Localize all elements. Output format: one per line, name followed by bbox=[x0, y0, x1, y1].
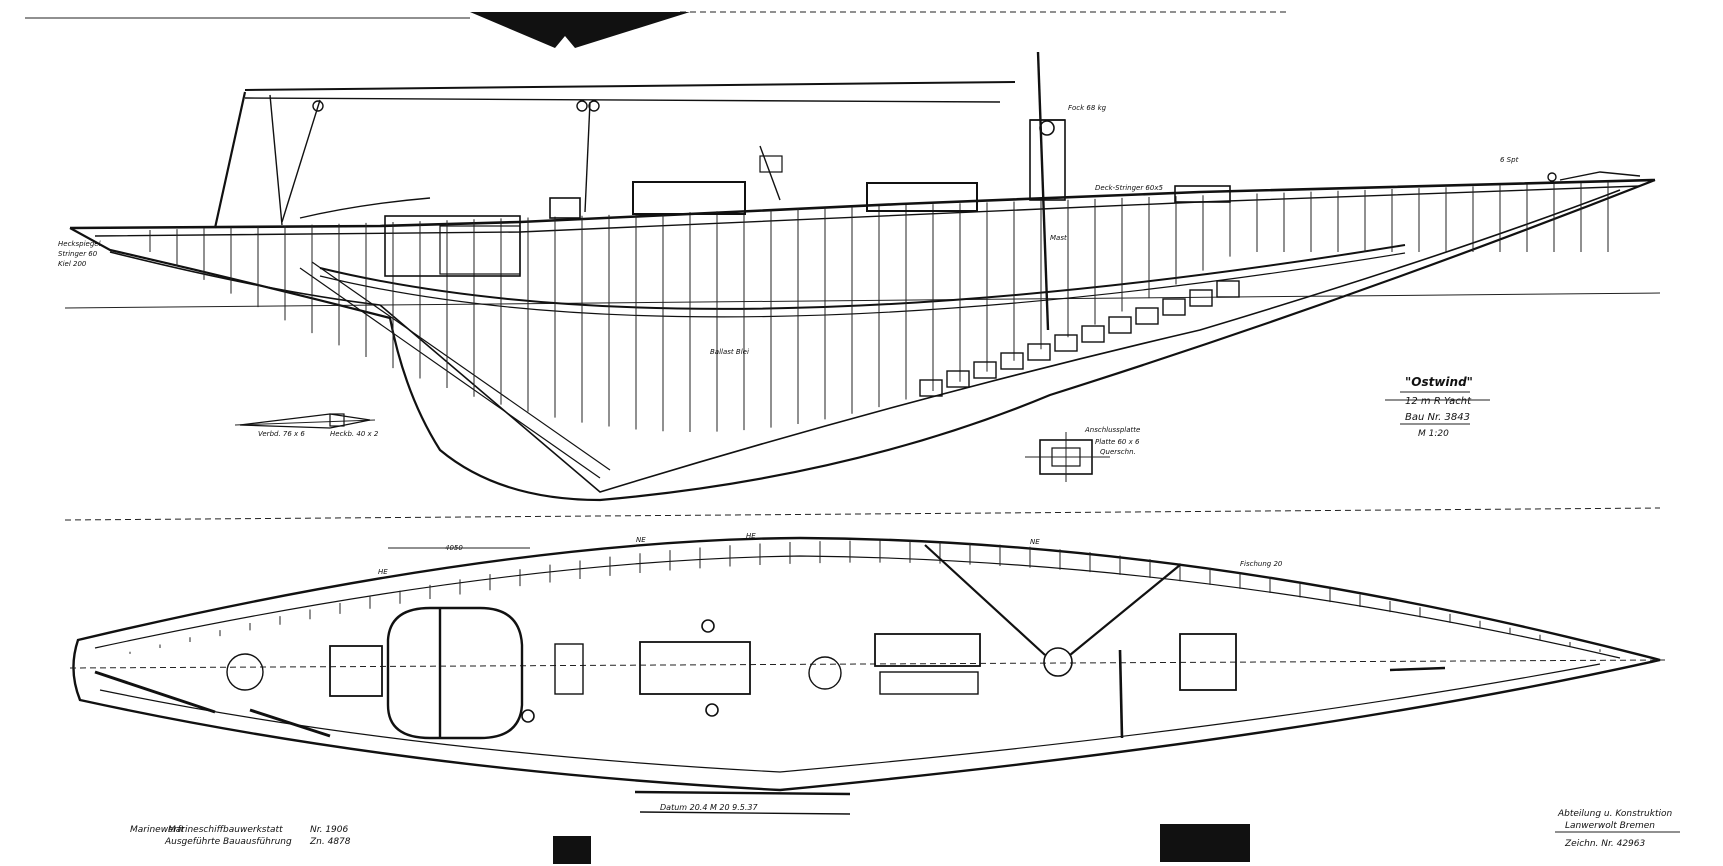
footer-left-a: Marinewerft bbox=[130, 825, 184, 835]
build-number: Bau Nr. 3843 bbox=[1405, 412, 1470, 423]
profile-view bbox=[64, 51, 1661, 502]
ballast-plate bbox=[946, 370, 970, 388]
plan-view bbox=[69, 536, 1666, 864]
plan-mark-4: NE bbox=[1030, 538, 1040, 546]
footer-right-1: Abteilung u. Konstruktion bbox=[1557, 809, 1673, 819]
plan-mark-2: NE bbox=[636, 536, 646, 544]
anno-detail-r1: Anschlussplatte bbox=[1084, 426, 1140, 434]
plan-mark-1: HE bbox=[378, 568, 388, 576]
top-margin bbox=[25, 11, 1290, 48]
frame-lines bbox=[149, 181, 1609, 432]
anno-stb: 6 Spt bbox=[1500, 156, 1519, 164]
plan-mark-3: HE bbox=[746, 532, 756, 540]
anno-detail-l2: Heckb. 40 x 2 bbox=[330, 430, 379, 438]
ballast-plate bbox=[919, 379, 943, 397]
anno-detail-r3: Querschn. bbox=[1100, 448, 1136, 456]
footer-left-b: Marineschiffbauwerkstatt bbox=[168, 825, 283, 835]
dart-mark bbox=[470, 12, 690, 48]
plan-frame-lines bbox=[129, 540, 1601, 654]
ballast-plates bbox=[919, 280, 1240, 397]
footer-right-3: Zeichn. Nr. 42963 bbox=[1564, 839, 1646, 849]
ballast-plate bbox=[973, 361, 997, 379]
anno-keel: Ballast Blei bbox=[710, 348, 749, 356]
ballast-plate bbox=[1054, 334, 1078, 352]
detail-right bbox=[1025, 432, 1110, 482]
ballast-plate bbox=[1081, 325, 1105, 343]
ballast-plate bbox=[1189, 289, 1213, 307]
cockpit bbox=[386, 606, 524, 740]
hull-profile bbox=[69, 178, 1656, 502]
ballast-plate bbox=[1108, 316, 1132, 334]
footer-left-e: Zn. 4878 bbox=[309, 837, 351, 847]
anno-detail-r2: Platte 60 x 6 bbox=[1095, 438, 1140, 446]
footer-left-c: Nr. 1906 bbox=[310, 825, 349, 835]
ballast-plate bbox=[1000, 352, 1024, 370]
detail-left bbox=[234, 413, 376, 429]
profile-annotations: Fock 68 kg 6 Spt Deck-Stringer 60x5 Mast… bbox=[58, 104, 1519, 456]
plan-note-right: Fischung 20 bbox=[1240, 560, 1283, 568]
footer-left-d: Ausgeführte Bauausführung bbox=[164, 837, 292, 847]
anno-bow-1: Heckspiegel bbox=[58, 240, 101, 248]
anno-top-right: Fock 68 kg bbox=[1068, 104, 1107, 112]
footer-right: Abteilung u. Konstruktion Lanwerwolt Bre… bbox=[1555, 809, 1680, 849]
hull-plan bbox=[72, 536, 1661, 792]
plan-annotations: HE NE HE NE 4050 Fischung 20 bbox=[378, 532, 1283, 576]
ballast-plate bbox=[1135, 307, 1159, 325]
ship-class: 12 m R Yacht bbox=[1405, 396, 1472, 407]
ballast-plate bbox=[1216, 280, 1240, 298]
anno-mast: Mast bbox=[1050, 234, 1067, 242]
footer-center: Datum 20.4 M 20 9.5.37 bbox=[660, 803, 758, 812]
scale-label: M 1:20 bbox=[1418, 429, 1449, 439]
ship-name: "Ostwind" bbox=[1405, 375, 1473, 389]
anno-bow-2: Stringer 60 bbox=[58, 250, 98, 258]
footer-right-2: Lanwerwolt Bremen bbox=[1565, 821, 1655, 831]
footer-left: Marinewerft Marineschiffbauwerkstatt Nr.… bbox=[130, 825, 351, 847]
ballast-plate bbox=[1162, 298, 1186, 316]
title-block: "Ostwind" 12 m R Yacht Bau Nr. 3843 M 1:… bbox=[1385, 375, 1490, 439]
anno-deck: Deck-Stringer 60x5 bbox=[1095, 184, 1163, 192]
anno-detail-l1: Verbd. 76 x 6 bbox=[258, 430, 305, 438]
ballast-plate bbox=[1027, 343, 1051, 361]
anno-bow-3: Kiel 200 bbox=[58, 260, 87, 268]
